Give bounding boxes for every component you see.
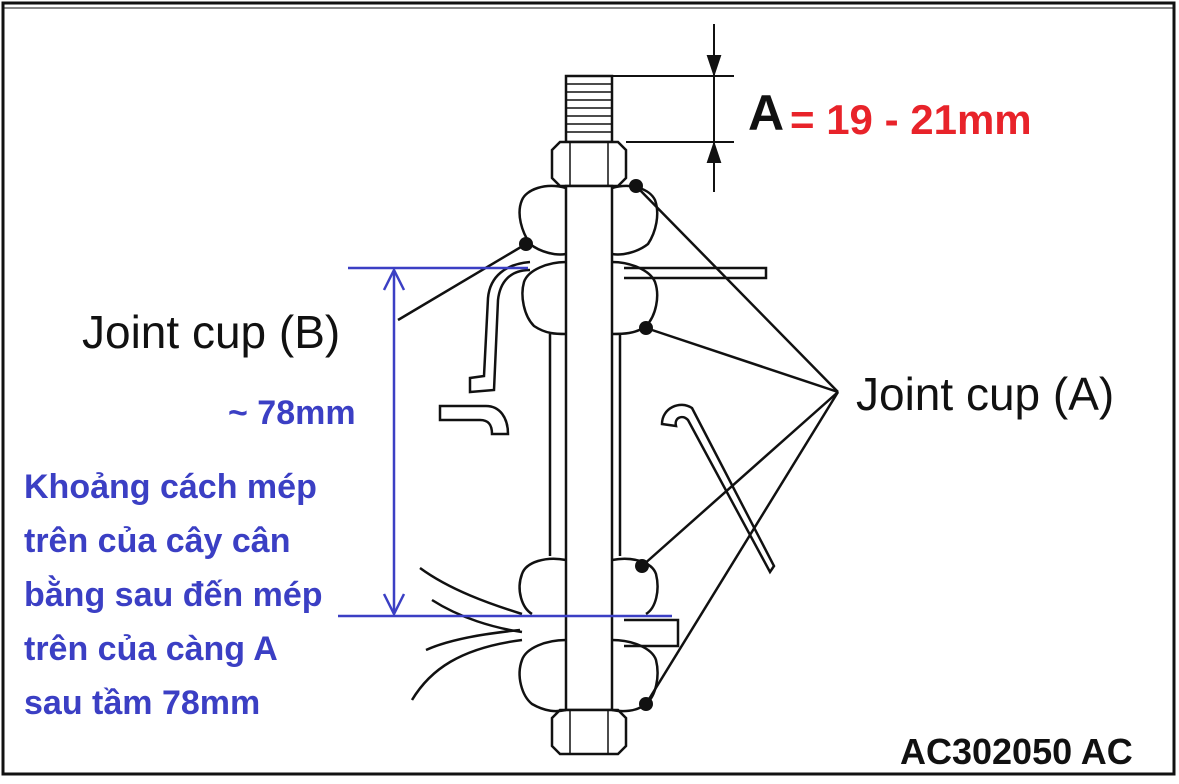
figure-code: AC302050 AC	[900, 731, 1133, 772]
lower-left-bushing-c	[518, 638, 567, 713]
distance-approx-label: ~ 78mm	[228, 394, 356, 432]
bolt-thread	[564, 74, 614, 144]
joint-cup-a-dot-2	[639, 321, 653, 335]
upper-left-bushing	[518, 184, 567, 256]
dimension-a-value: = 19 - 21mm	[790, 96, 1032, 143]
joint-cup-a-dot-3	[635, 559, 649, 573]
lower-left-bushing-a	[521, 260, 567, 336]
bottom-nut	[550, 708, 628, 756]
distance-note-line-1: Khoảng cách mép	[24, 468, 317, 506]
joint-cup-a-leaders	[635, 185, 840, 705]
lower-arm	[410, 566, 680, 701]
joint-cup-b-label: Joint cup (B)	[82, 306, 340, 358]
distance-note: Khoảng cách mép trên của cây cân bằng sa…	[24, 468, 323, 722]
lower-left-bushing-b	[518, 557, 567, 616]
bolt-shaft	[564, 184, 614, 712]
distance-dimension	[338, 266, 672, 618]
thread-lines	[566, 83, 612, 133]
top-nut	[550, 140, 628, 188]
joint-cup-a-dots	[629, 179, 653, 711]
joint-cup-a-label: Joint cup (A)	[856, 368, 1114, 420]
bolt	[550, 74, 628, 756]
distance-note-line-3: bằng sau đến mép	[24, 576, 323, 614]
joint-cup-a-dot-4	[639, 697, 653, 711]
distance-note-line-2: trên của cây cân	[24, 522, 290, 560]
lower-right-bushing-b	[611, 557, 659, 616]
joint-cup-b-dot	[519, 237, 533, 251]
dimension-a-letter: A	[748, 85, 784, 141]
upper-right-bushing	[611, 184, 659, 256]
distance-note-line-5: sau tầm 78mm	[24, 684, 260, 722]
distance-note-line-4: trên của càng A	[24, 630, 278, 668]
joint-cup-a-dot-1	[629, 179, 643, 193]
bushings	[518, 184, 659, 713]
joint-cup-b-leader	[397, 242, 527, 322]
dimension-a	[612, 24, 734, 192]
